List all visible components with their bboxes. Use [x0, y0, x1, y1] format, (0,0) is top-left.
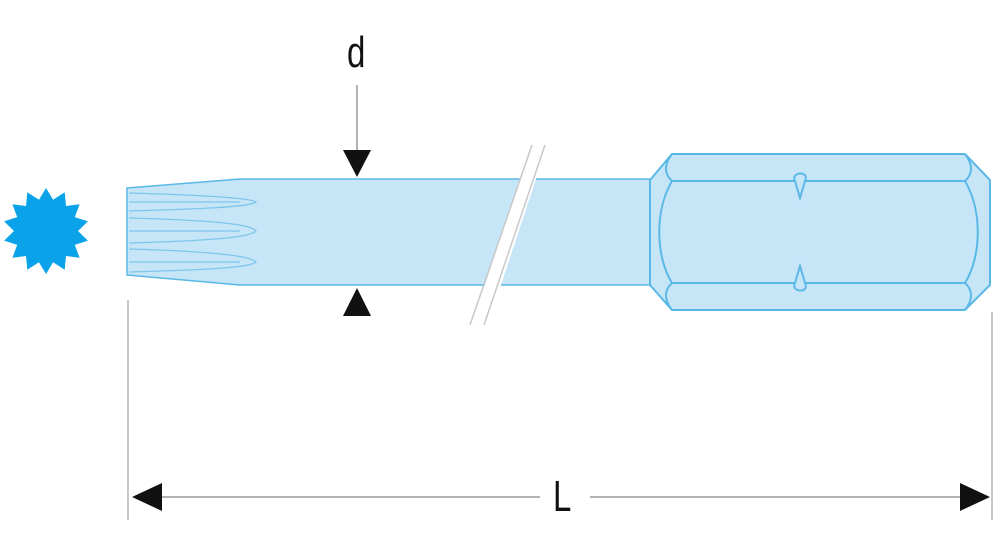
- hex-shank: [649, 153, 991, 311]
- length-label: L: [553, 472, 572, 521]
- tip-flutes: [128, 192, 258, 273]
- break-mark: [469, 144, 546, 326]
- length-dimension: [127, 300, 993, 520]
- torx-profile-icon: [4, 188, 88, 274]
- diameter-dimension: [343, 85, 371, 316]
- diameter-label: d: [347, 28, 366, 77]
